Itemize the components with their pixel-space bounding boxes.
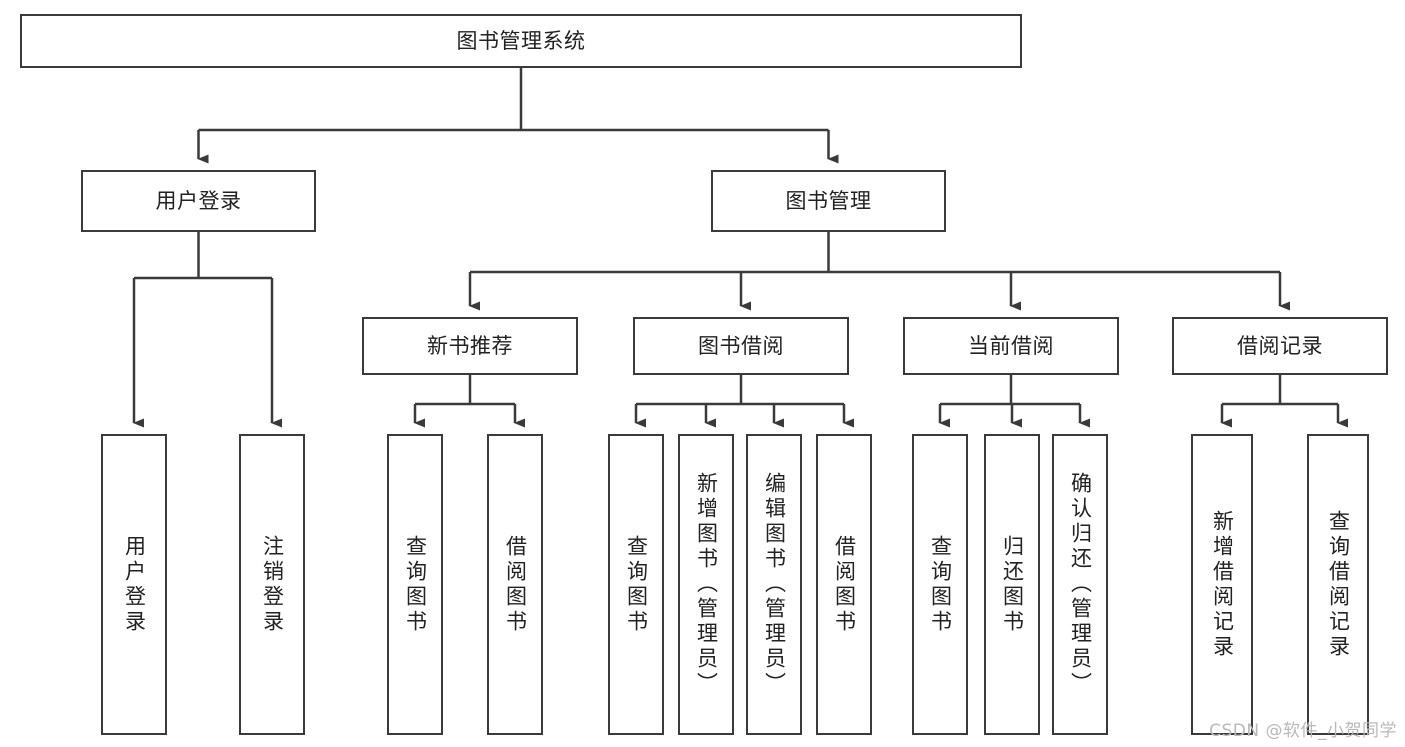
node-label: 新增图书（管理员） bbox=[694, 472, 719, 697]
node-label: 查询借阅记录 bbox=[1326, 509, 1351, 660]
node-new-book-recommend[interactable]: 新书推荐 bbox=[362, 317, 578, 375]
node-label: 注销登录 bbox=[260, 534, 285, 635]
node-label: 图书管理 bbox=[785, 188, 872, 213]
node-leaf-query-book-3[interactable]: 查询图书 bbox=[912, 434, 968, 735]
node-label: 图书借阅 bbox=[698, 333, 784, 358]
node-leaf-logout[interactable]: 注销登录 bbox=[239, 434, 305, 735]
node-leaf-borrow-book-1[interactable]: 借阅图书 bbox=[487, 434, 543, 735]
node-leaf-confirm-return-admin[interactable]: 确认归还（管理员） bbox=[1052, 434, 1108, 735]
node-leaf-add-book-admin[interactable]: 新增图书（管理员） bbox=[678, 434, 734, 735]
node-leaf-borrow-book-2[interactable]: 借阅图书 bbox=[816, 434, 872, 735]
node-label: 借阅记录 bbox=[1237, 333, 1323, 358]
node-borrow-record[interactable]: 借阅记录 bbox=[1172, 317, 1388, 375]
node-label: 查询图书 bbox=[928, 534, 953, 635]
node-label: 用户登录 bbox=[122, 534, 147, 635]
node-leaf-return-book[interactable]: 归还图书 bbox=[984, 434, 1040, 735]
node-book-manage[interactable]: 图书管理 bbox=[711, 170, 946, 232]
node-leaf-query-borrow-record[interactable]: 查询借阅记录 bbox=[1307, 434, 1369, 735]
node-leaf-add-borrow-record[interactable]: 新增借阅记录 bbox=[1191, 434, 1253, 735]
node-label: 借阅图书 bbox=[503, 534, 528, 635]
node-label: 当前借阅 bbox=[968, 333, 1054, 358]
node-leaf-query-book-2[interactable]: 查询图书 bbox=[608, 434, 664, 735]
node-leaf-query-book-1[interactable]: 查询图书 bbox=[387, 434, 443, 735]
node-label: 图书管理系统 bbox=[456, 28, 586, 53]
node-label: 查询图书 bbox=[403, 534, 428, 635]
node-label: 查询图书 bbox=[624, 534, 649, 635]
node-label: 新增借阅记录 bbox=[1210, 509, 1235, 660]
node-label: 用户登录 bbox=[155, 188, 242, 213]
node-label: 借阅图书 bbox=[832, 534, 857, 635]
node-label: 确认归还（管理员） bbox=[1068, 472, 1093, 697]
node-label: 新书推荐 bbox=[427, 333, 513, 358]
node-root[interactable]: 图书管理系统 bbox=[20, 14, 1022, 68]
node-current-borrow[interactable]: 当前借阅 bbox=[903, 317, 1119, 375]
watermark-text: CSDN @软件_小贺同学 bbox=[1209, 721, 1397, 741]
node-user-login[interactable]: 用户登录 bbox=[81, 170, 316, 232]
node-label: 归还图书 bbox=[1000, 534, 1025, 635]
node-label: 编辑图书（管理员） bbox=[762, 472, 787, 697]
node-leaf-edit-book-admin[interactable]: 编辑图书（管理员） bbox=[746, 434, 802, 735]
node-book-borrow[interactable]: 图书借阅 bbox=[633, 317, 849, 375]
node-leaf-user-login[interactable]: 用户登录 bbox=[101, 434, 167, 735]
